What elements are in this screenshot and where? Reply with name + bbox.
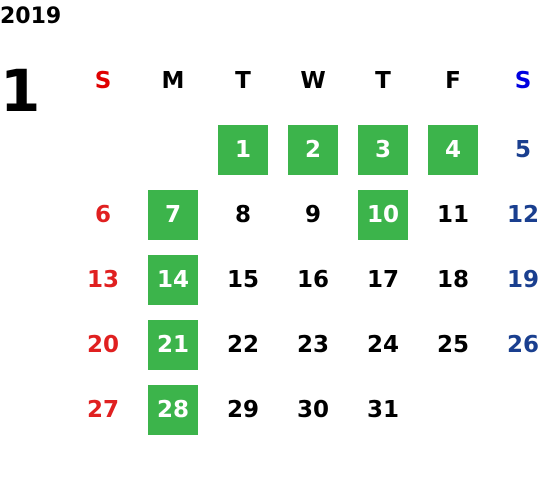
- day-cell-11[interactable]: 11: [436, 202, 469, 228]
- day-cell-14[interactable]: 14: [148, 255, 198, 305]
- day-cell-8[interactable]: 8: [234, 202, 251, 228]
- month-number: 1: [0, 57, 41, 125]
- day-cell-12[interactable]: 12: [506, 202, 539, 228]
- day-cell-1[interactable]: 1: [218, 125, 268, 175]
- weekday-header-fri: F: [445, 68, 461, 94]
- day-cell-29[interactable]: 29: [226, 397, 259, 423]
- day-cell-6[interactable]: 6: [94, 202, 111, 228]
- day-cell-24[interactable]: 24: [366, 332, 399, 358]
- day-cell-16[interactable]: 16: [296, 267, 329, 293]
- day-cell-28[interactable]: 28: [148, 385, 198, 435]
- day-cell-15[interactable]: 15: [226, 267, 259, 293]
- weekday-header-mon: M: [161, 68, 185, 94]
- day-cell-7[interactable]: 7: [148, 190, 198, 240]
- day-cell-30[interactable]: 30: [296, 397, 329, 423]
- day-cell-5[interactable]: 5: [514, 137, 531, 163]
- day-cell-20[interactable]: 20: [86, 332, 119, 358]
- weekday-header-sun: S: [94, 68, 112, 94]
- day-cell-13[interactable]: 13: [86, 267, 119, 293]
- day-cell-27[interactable]: 27: [86, 397, 119, 423]
- day-cell-21[interactable]: 21: [148, 320, 198, 370]
- weekday-header-sat: S: [514, 68, 532, 94]
- day-cell-23[interactable]: 23: [296, 332, 329, 358]
- day-cell-17[interactable]: 17: [366, 267, 399, 293]
- day-cell-3[interactable]: 3: [358, 125, 408, 175]
- day-cell-10[interactable]: 10: [358, 190, 408, 240]
- year-label: 2019: [0, 4, 62, 29]
- day-cell-18[interactable]: 18: [436, 267, 469, 293]
- day-cell-19[interactable]: 19: [506, 267, 539, 293]
- weekday-header-wed: W: [300, 68, 326, 94]
- weekday-header-thu: T: [375, 68, 391, 94]
- day-cell-2[interactable]: 2: [288, 125, 338, 175]
- day-cell-26[interactable]: 26: [506, 332, 539, 358]
- day-cell-25[interactable]: 25: [436, 332, 469, 358]
- weekday-header-tue: T: [235, 68, 251, 94]
- day-cell-9[interactable]: 9: [304, 202, 321, 228]
- day-cell-22[interactable]: 22: [226, 332, 259, 358]
- day-cell-31[interactable]: 31: [366, 397, 399, 423]
- day-cell-4[interactable]: 4: [428, 125, 478, 175]
